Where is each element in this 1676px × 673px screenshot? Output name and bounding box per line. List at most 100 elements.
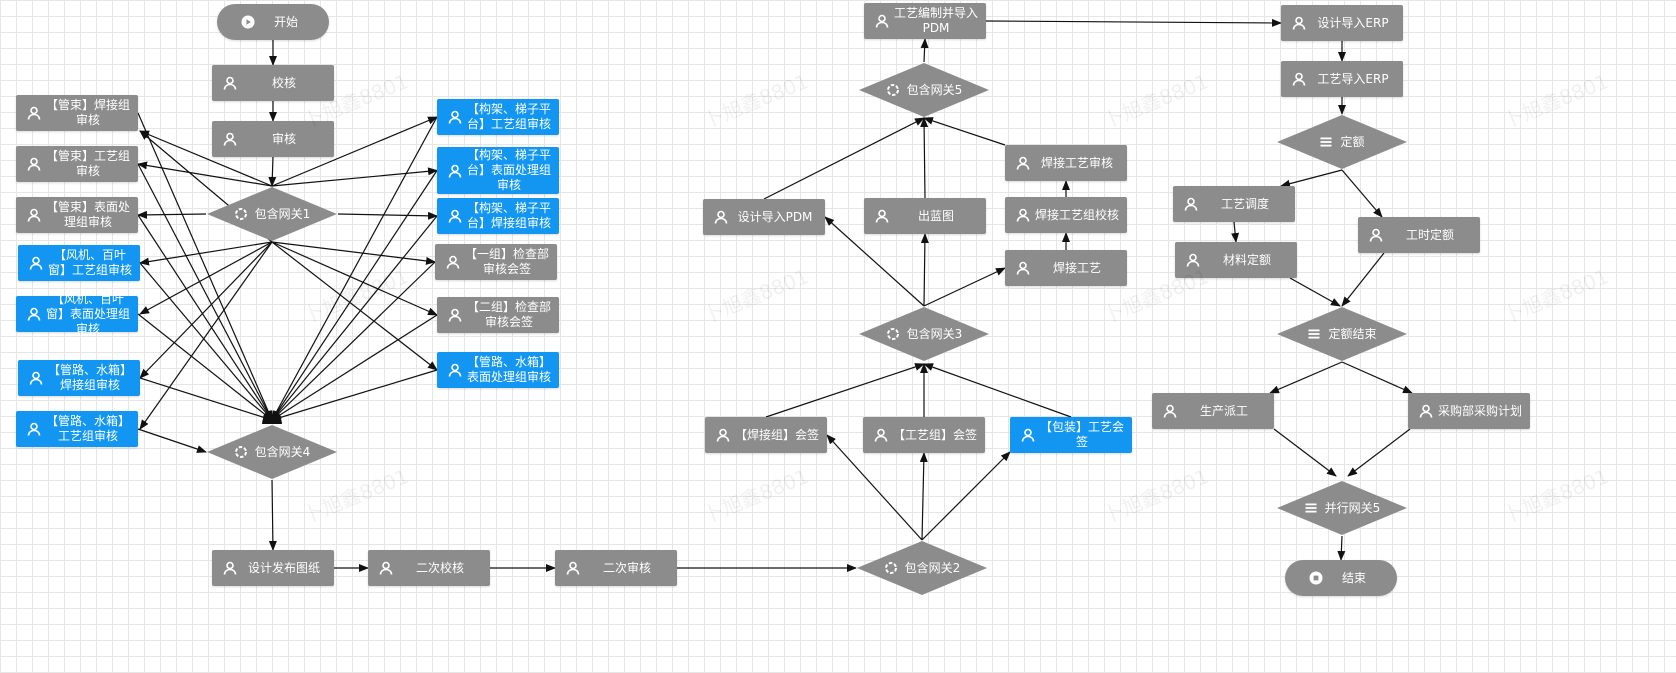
node-scpg[interactable]: 生产派工: [1152, 393, 1274, 429]
flow-arrow: [1269, 361, 1343, 394]
node-hjgyzjh[interactable]: 焊接工艺组校核: [1005, 197, 1127, 233]
user-icon: [223, 132, 237, 146]
node-shenhe[interactable]: 审核: [212, 121, 334, 157]
gateway-diamond: [207, 187, 337, 241]
node-label: 【包装】工艺会签: [1040, 420, 1125, 449]
node-g5[interactable]: 包含网关5: [858, 62, 990, 118]
node-label: 包含网关2: [904, 560, 961, 575]
flow-arrow: [923, 117, 1006, 146]
user-icon: [1184, 197, 1198, 211]
node-hjgy[interactable]: 焊接工艺: [1005, 250, 1127, 286]
flow-arrow: [1337, 535, 1346, 561]
flow-arrow: [139, 241, 273, 266]
user-icon: [448, 110, 462, 124]
node-sjfb[interactable]: 设计发布图纸: [212, 550, 334, 586]
node-label: 开始: [273, 14, 298, 29]
node-gsde[interactable]: 工时定额: [1358, 217, 1480, 253]
node-clt[interactable]: 出蓝图: [864, 198, 986, 234]
node-sjdr[interactable]: 设计导入PDM: [703, 199, 825, 235]
node-g3[interactable]: 包含网关3: [858, 306, 990, 362]
node-r3[interactable]: 【构架、梯子平台】焊接组审核: [437, 198, 559, 234]
flow-arrow: [271, 215, 438, 421]
node-gyerp[interactable]: 工艺导入ERP: [1281, 61, 1403, 97]
flow-arrow: [1347, 428, 1411, 477]
node-label: 审核: [271, 131, 296, 146]
user-icon: [448, 363, 462, 377]
node-dejs[interactable]: 定额结束: [1276, 306, 1408, 362]
user-icon: [29, 256, 43, 270]
flow-arrow: [139, 262, 273, 421]
node-g1[interactable]: 包含网关1: [206, 186, 338, 242]
node-label: 设计导入ERP: [1317, 15, 1389, 30]
list-gateway-icon: [1304, 501, 1318, 515]
node-l3[interactable]: 【管束】表面处理组审核: [16, 197, 138, 233]
node-r5[interactable]: 【二组】检查部审核会签: [437, 297, 559, 333]
node-de[interactable]: 定额: [1276, 114, 1408, 170]
user-icon: [29, 371, 43, 385]
user-icon: [1016, 208, 1030, 222]
node-gydd[interactable]: 工艺调度: [1173, 186, 1295, 222]
flow-arrow: [137, 163, 273, 421]
flow-arrow: [271, 170, 438, 421]
node-label: 设计导入PDM: [737, 209, 813, 224]
flow-arrow: [271, 261, 436, 421]
flow-arrow: [921, 451, 1011, 541]
node-label: 出蓝图: [917, 208, 954, 223]
node-gybz[interactable]: 工艺编制并导入PDM: [864, 3, 986, 39]
user-icon: [1292, 72, 1306, 86]
node-label: 定额结束: [1328, 326, 1377, 341]
user-icon: [27, 208, 41, 222]
flow-arrow: [139, 241, 273, 430]
node-hjz[interactable]: 【焊接组】会签: [705, 417, 827, 453]
node-label: 工艺导入ERP: [1317, 71, 1389, 86]
flow-arrow: [271, 241, 438, 316]
flow-arrow: [920, 117, 929, 199]
user-icon: [1016, 261, 1030, 275]
node-l4[interactable]: 【风机、百叶窗】工艺组审核: [18, 245, 140, 281]
node-label: 定额: [1340, 134, 1365, 149]
node-label: 【管束】工艺组审核: [46, 149, 131, 178]
node-label: 二次校核: [415, 560, 464, 575]
user-icon: [875, 209, 889, 223]
flow-arrow: [271, 241, 436, 265]
user-icon: [875, 14, 889, 28]
flow-arrow: [1341, 169, 1383, 218]
node-label: 【管束】焊接组审核: [46, 98, 131, 127]
node-bx5[interactable]: 并行网关5: [1276, 480, 1408, 536]
node-gyz[interactable]: 【工艺组】会签: [863, 417, 985, 453]
node-hjgysh[interactable]: 焊接工艺审核: [1005, 145, 1127, 181]
node-bz[interactable]: 【包装】工艺会签: [1010, 417, 1132, 453]
node-ecjh[interactable]: 二次校核: [368, 550, 490, 586]
node-label: 【焊接组】会签: [735, 427, 820, 442]
node-l2[interactable]: 【管束】工艺组审核: [16, 146, 138, 182]
flow-arrow: [824, 216, 925, 307]
node-jiaohe[interactable]: 校核: [212, 65, 334, 101]
node-l7[interactable]: 【管路、水箱】工艺组审核: [16, 411, 138, 447]
node-end[interactable]: 结束: [1285, 560, 1397, 596]
node-r6[interactable]: 【管路、水箱】表面处理组审核: [437, 352, 559, 388]
flow-arrow: [1341, 252, 1385, 307]
gateway-diamond: [859, 307, 989, 361]
node-sjerp[interactable]: 设计导入ERP: [1281, 5, 1403, 41]
join-marker: [262, 414, 282, 424]
node-ecsh[interactable]: 二次审核: [555, 550, 677, 586]
flow-arrow: [1341, 361, 1413, 394]
flow-arrow: [763, 117, 925, 200]
node-r2[interactable]: 【构架、梯子平台】表面处理组审核: [437, 147, 559, 194]
node-l1[interactable]: 【管束】焊接组审核: [16, 95, 138, 131]
node-r1[interactable]: 【构架、梯子平台】工艺组审核: [437, 99, 559, 135]
gateway-diamond: [1277, 481, 1407, 535]
node-g4[interactable]: 包含网关4: [206, 424, 338, 480]
node-l5[interactable]: 【风机、百叶窗】表面处理组审核: [16, 292, 138, 336]
node-clde[interactable]: 材料定额: [1175, 242, 1297, 278]
flow-arrow: [1273, 428, 1337, 477]
node-r4[interactable]: 【一组】检查部审核会签: [435, 244, 557, 280]
node-start[interactable]: 开始: [217, 4, 329, 40]
node-label: 【管束】表面处理组审核: [46, 200, 131, 229]
flow-arrow: [826, 434, 923, 541]
node-l6[interactable]: 【管路、水箱】焊接组审核: [18, 360, 140, 396]
node-g2[interactable]: 包含网关2: [856, 540, 988, 596]
flow-arrow: [271, 369, 438, 422]
flow-arrow: [919, 452, 928, 541]
node-cgjh[interactable]: 采购部采购计划: [1408, 393, 1530, 429]
